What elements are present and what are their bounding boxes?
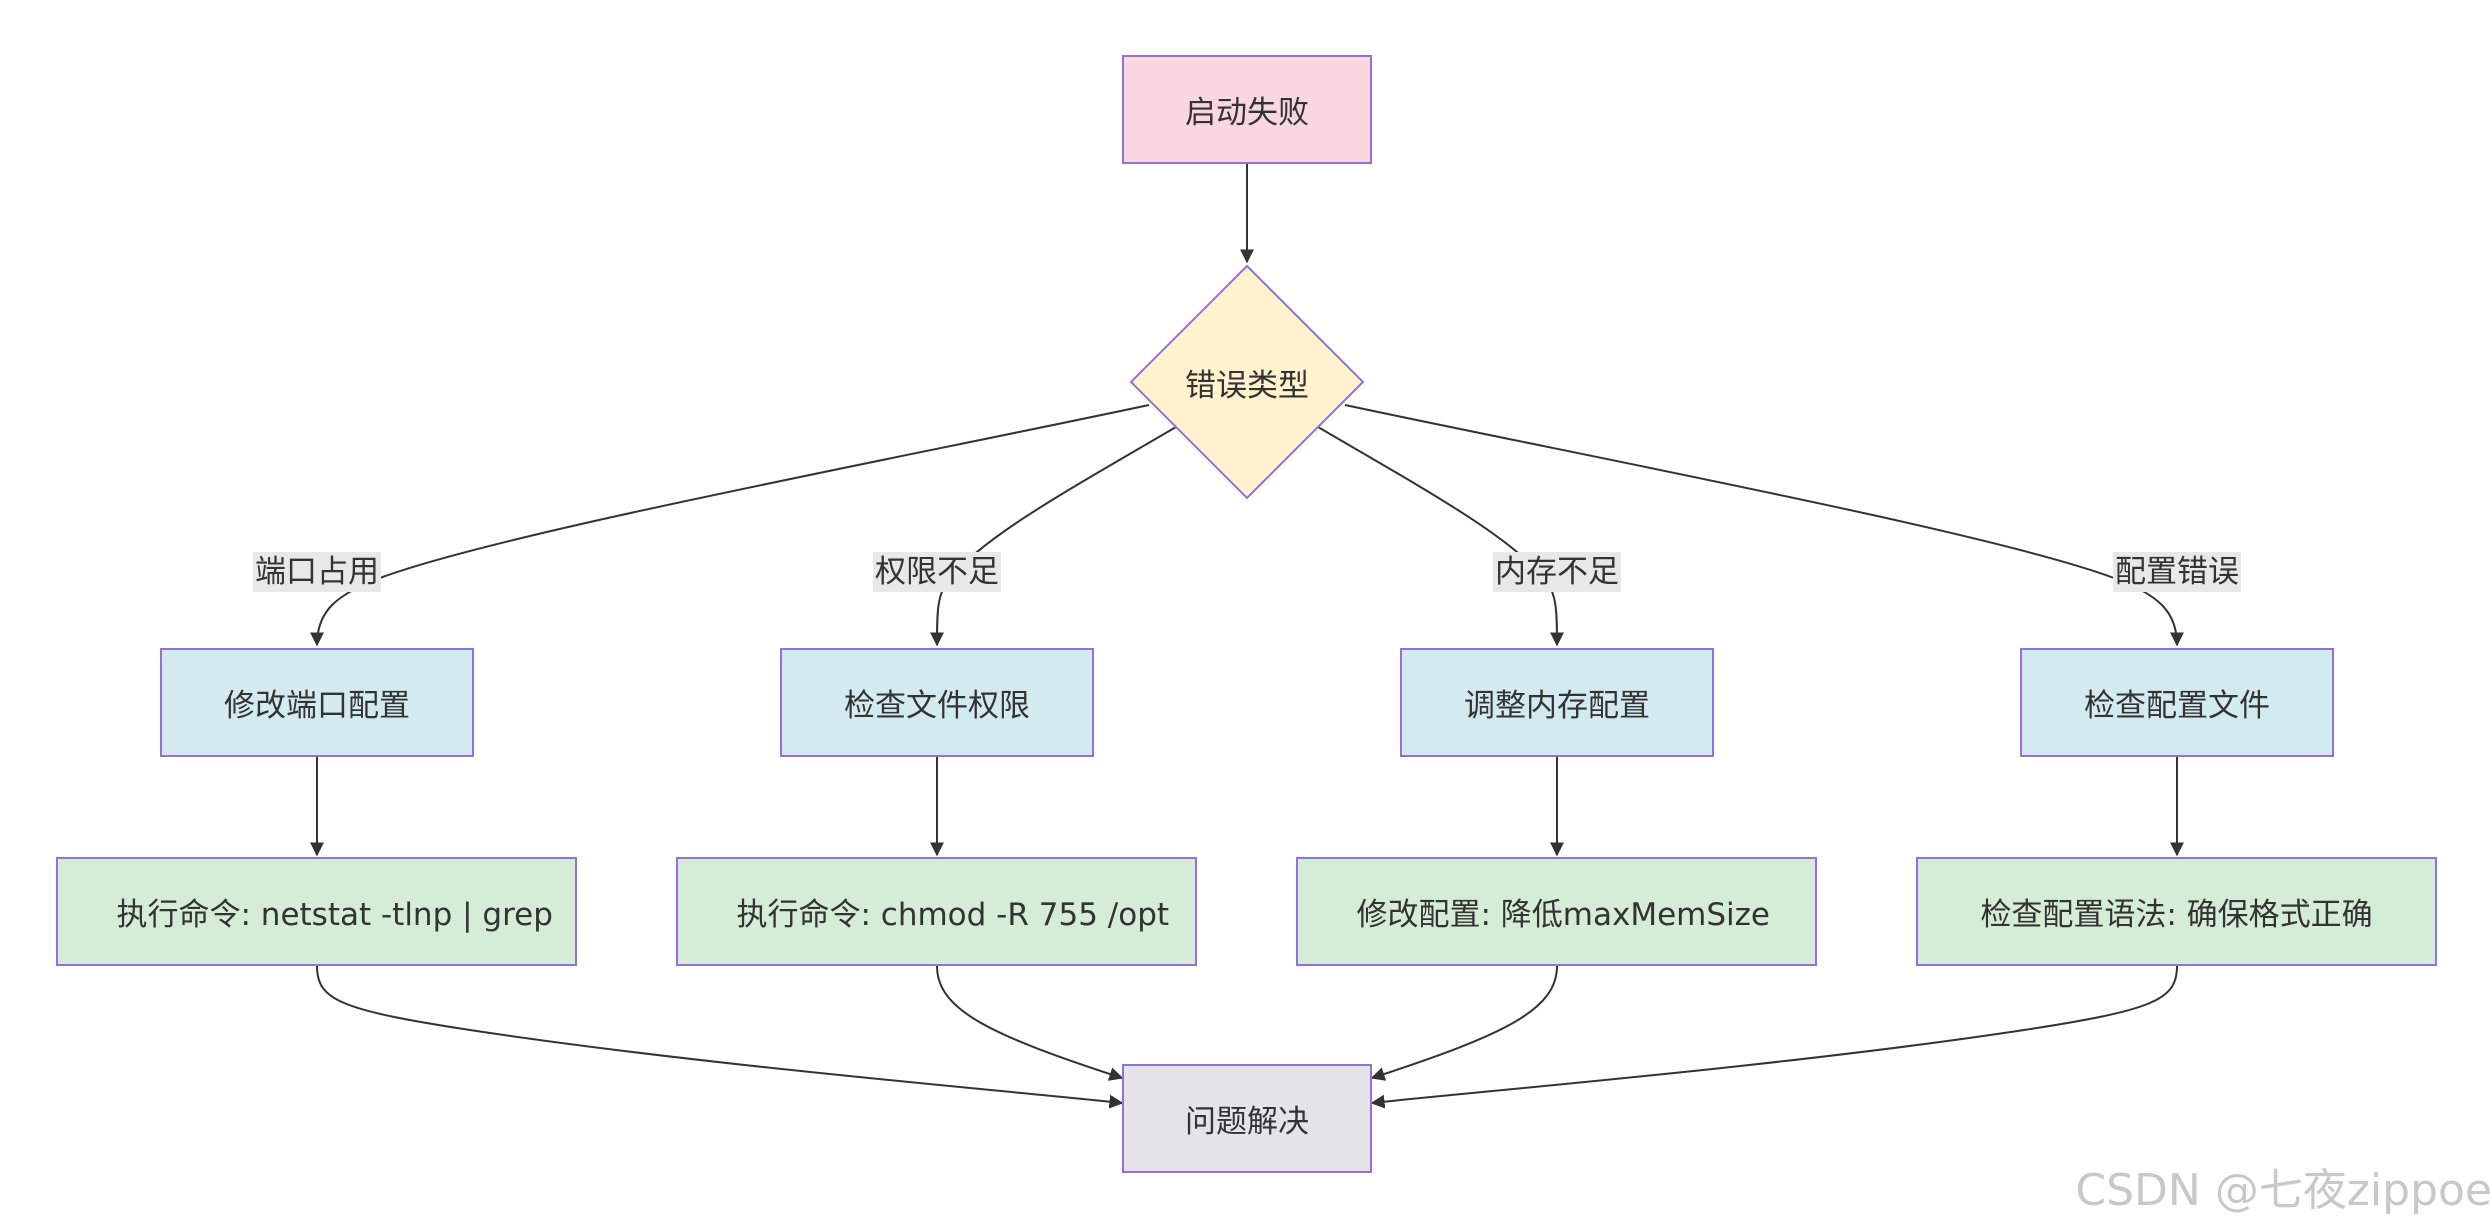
edge-decision-port <box>310 404 1150 647</box>
node-decision: 错误类型 <box>1129 264 1365 500</box>
node-check-conf-label: 检查配置文件 <box>2084 688 2270 724</box>
node-cmd-port-label: 执行命令: netstat -tlnp | grep <box>116 897 553 933</box>
watermark: CSDN @七夜zippoe <box>2075 1165 2492 1216</box>
node-start: 启动失败 <box>1122 55 1372 164</box>
edge-label-mem: 内存不足 <box>1493 552 1621 592</box>
node-cmd-conf-label: 检查配置语法: 确保格式正确 <box>1980 897 2373 933</box>
node-check-perm: 检查文件权限 <box>780 648 1094 757</box>
edge-label-port: 端口占用 <box>253 552 381 592</box>
edge-cmdconf-resolved <box>1370 965 2178 1109</box>
edge-decision-conf <box>1344 404 2184 647</box>
node-resolved-label: 问题解决 <box>1185 1104 1309 1140</box>
edge-label-perm: 权限不足 <box>873 552 1001 592</box>
node-check-perm-label: 检查文件权限 <box>844 688 1030 724</box>
node-decision-label: 错误类型 <box>1185 367 1309 404</box>
node-cmd-perm-label: 执行命令: chmod -R 755 /opt <box>736 897 1170 933</box>
node-adjust-mem: 调整内存配置 <box>1400 648 1714 757</box>
node-cmd-mem: 修改配置: 降低maxMemSize <box>1296 857 1817 966</box>
edge-label-conf: 配置错误 <box>2113 552 2241 592</box>
edge-cmdport-resolved <box>316 965 1124 1109</box>
node-start-label: 启动失败 <box>1185 95 1309 131</box>
node-resolved: 问题解决 <box>1122 1064 1372 1173</box>
edge-cmdperm-resolved <box>936 965 1124 1081</box>
node-cmd-perm: 执行命令: chmod -R 755 /opt <box>676 857 1197 966</box>
node-check-conf: 检查配置文件 <box>2020 648 2334 757</box>
decision-diamond-shape <box>1129 264 1365 500</box>
node-fix-port: 修改端口配置 <box>160 648 474 757</box>
edge-cmdmem-resolved <box>1370 965 1558 1081</box>
node-cmd-mem-label: 修改配置: 降低maxMemSize <box>1356 897 1771 933</box>
node-adjust-mem-label: 调整内存配置 <box>1464 688 1650 724</box>
node-fix-port-label: 修改端口配置 <box>224 688 410 724</box>
node-cmd-conf: 检查配置语法: 确保格式正确 <box>1916 857 2437 966</box>
node-cmd-port: 执行命令: netstat -tlnp | grep <box>56 857 577 966</box>
